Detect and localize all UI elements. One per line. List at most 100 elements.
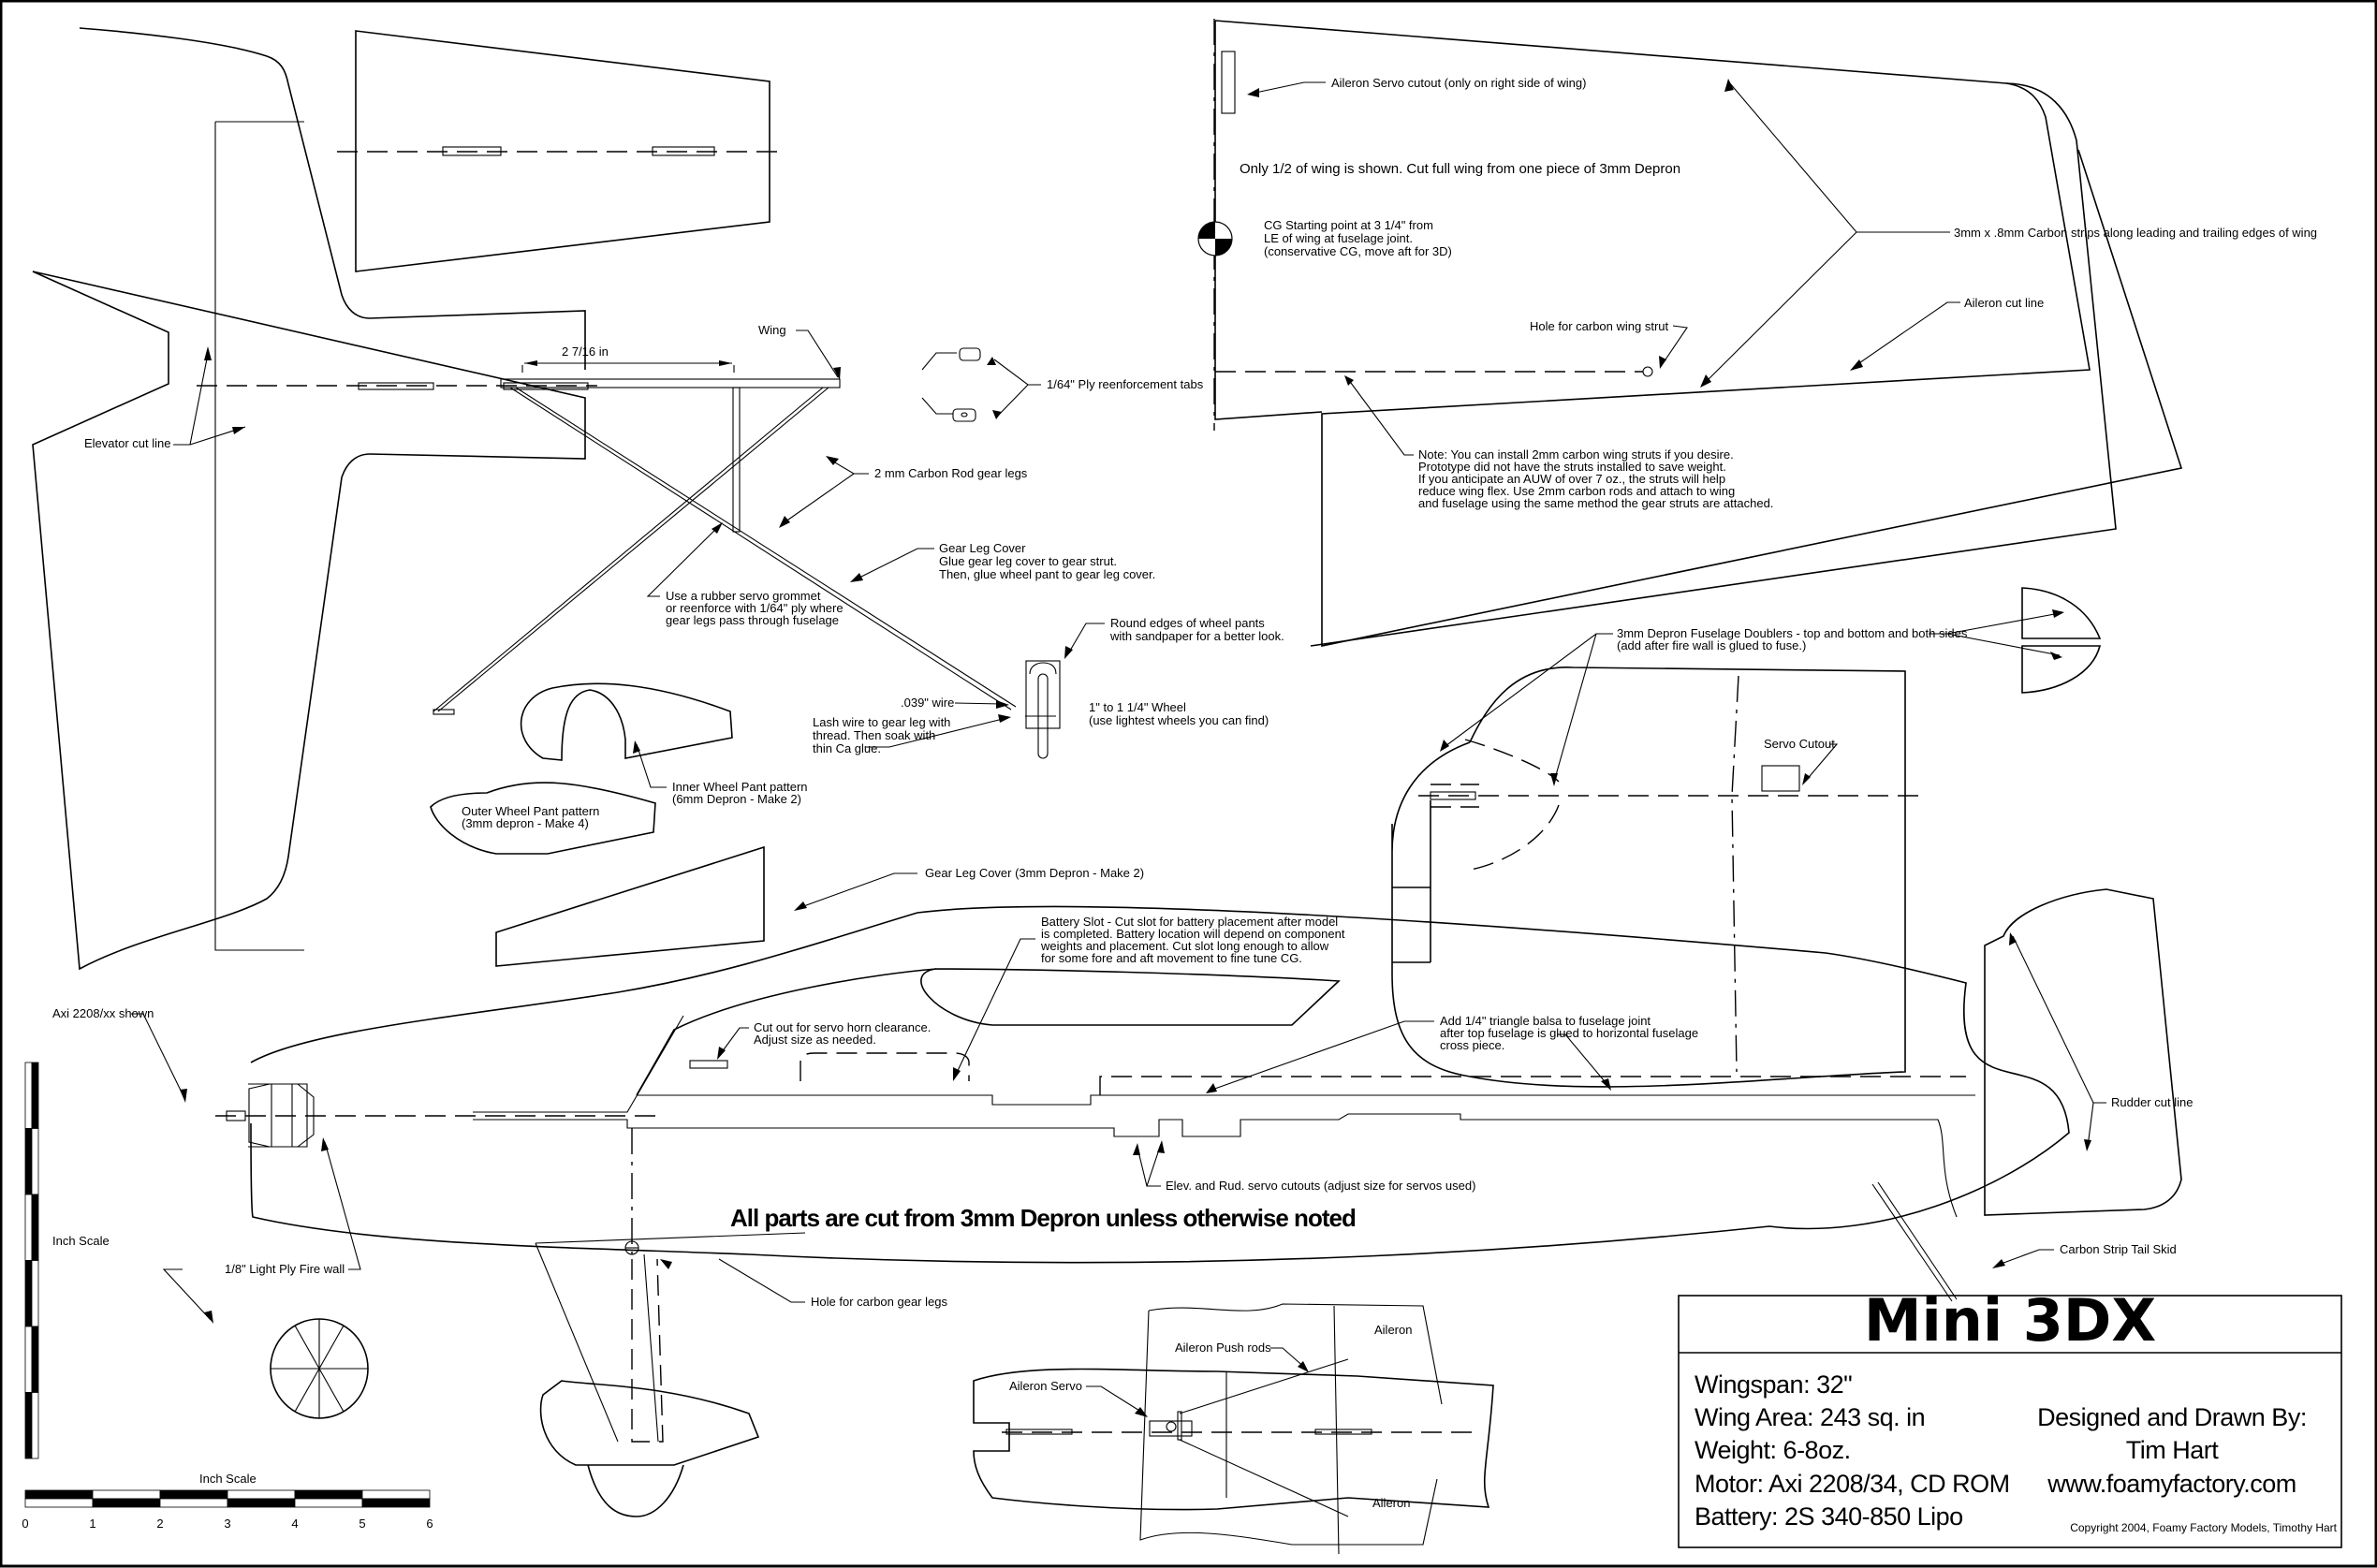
gear-leg-cover-line-3: Then, glue wheel pant to gear leg cover.: [939, 567, 1155, 581]
fuselage-top-view: Servo Cutout 3mm Depron Fuselage Doubler…: [1391, 587, 2102, 1088]
strut-note-line-4: reduce wing flex. Use 2mm carbon rods an…: [1418, 484, 1735, 498]
plan-title: Mini 3DX: [1864, 1286, 2156, 1355]
designer-name: Tim Hart: [2126, 1436, 2219, 1464]
wire-label: .039" wire: [901, 696, 954, 710]
triangle-balsa-line-2: after top fuselage is glued to horizonta…: [1440, 1026, 1698, 1040]
vertical-scale-cell: [31, 1128, 39, 1195]
servo-cutout-label: Aileron Servo cutout (only on right side…: [1331, 76, 1586, 90]
motor-shown-label: Axi 2208/xx shown: [52, 1006, 154, 1020]
spec-weight: Weight: 6-8oz.: [1695, 1436, 1851, 1464]
strut-hole-label: Hole for carbon wing strut: [1530, 319, 1669, 333]
gear-leg-cover-line-1: Gear Leg Cover: [939, 541, 1026, 555]
aileron-bottom-label: Aileron: [1372, 1496, 1410, 1510]
horizontal-scale-tick-label: 1: [89, 1517, 95, 1531]
servo-horn-line-2: Adjust size as needed.: [754, 1033, 876, 1047]
doublers-line-1: 3mm Depron Fuselage Doublers - top and b…: [1617, 626, 1968, 640]
gear-cover-part-label: Gear Leg Cover (3mm Depron - Make 2): [925, 866, 1144, 880]
doublers-line-2: (add after fire wall is glued to fuse.): [1617, 638, 1806, 652]
horizontal-stabilizer: Elevator cut line: [32, 27, 597, 971]
vertical-scale-cell: [31, 1194, 39, 1261]
landing-gear-view: 2 7/16 in Wing 1/64" Ply reenforcement t…: [433, 323, 1284, 759]
wheel-line-1: 1" to 1 1/4" Wheel: [1089, 700, 1186, 714]
horizontal-scale-cell: [92, 1489, 161, 1500]
strut-note-line-3: If you anticipate an AUW of over 7 oz., …: [1418, 472, 1725, 486]
vertical-scale-cell: [31, 1326, 39, 1393]
horizontal-scale-tick-label: 4: [291, 1517, 298, 1531]
general-note: All parts are cut from 3mm Depron unless…: [730, 1204, 1356, 1232]
tail-skid-label: Carbon Strip Tail Skid: [2060, 1242, 2177, 1256]
horizontal-scale-cell: [92, 1498, 161, 1508]
vertical-scale-label: Inch Scale: [52, 1234, 110, 1248]
gear-leg-side-view: Hole for carbon gear legs: [535, 1232, 947, 1517]
vertical-inch-scale: Inch Scale: [24, 1062, 110, 1459]
aileron-top-label: Aileron: [1374, 1323, 1412, 1337]
vertical-scale-cell: [31, 1392, 39, 1459]
strut-note-line-2: Prototype did not have the struts instal…: [1418, 460, 1726, 474]
grommet-note-line-3: gear legs pass through fuselage: [666, 613, 839, 627]
aileron-cut-line-label: Aileron cut line: [1964, 296, 2044, 310]
vertical-scale-cell: [31, 1260, 39, 1327]
round-edges-line-2: with sandpaper for a better look.: [1109, 629, 1284, 643]
horizontal-scale-cell: [24, 1498, 94, 1508]
gear-leg-hole-label: Hole for carbon gear legs: [811, 1295, 947, 1309]
outer-pant-line-1: Outer Wheel Pant pattern: [462, 804, 599, 818]
battery-slot-line-3: weights and placement. Cut slot long eno…: [1040, 939, 1329, 953]
firewall-label: 1/8" Light Ply Fire wall: [225, 1262, 345, 1276]
tail-piece-top: [337, 30, 777, 272]
horizontal-scale-cell: [159, 1489, 228, 1500]
website-link[interactable]: www.foamyfactory.com: [2047, 1470, 2296, 1498]
battery-slot-line-4: for some fore and aft movement to fine t…: [1041, 951, 1302, 965]
servo-cutouts-label: Elev. and Rud. servo cutouts (adjust siz…: [1166, 1179, 1475, 1193]
outer-pant-line-2: (3mm depron - Make 4): [462, 816, 589, 830]
triangle-balsa-line-1: Add 1/4" triangle balsa to fuselage join…: [1440, 1014, 1651, 1028]
gear-dimension-label: 2 7/16 in: [562, 344, 609, 359]
spec-battery: Battery: 2S 340-850 Lipo: [1695, 1502, 1963, 1531]
firewall-part: [270, 1318, 369, 1419]
servo-horn-line-1: Cut out for servo horn clearance.: [754, 1020, 931, 1034]
push-rods-label: Aileron Push rods: [1175, 1341, 1271, 1355]
strut-note-line-5: and fuselage using the same method the g…: [1418, 496, 1773, 510]
fuselage-side-view: Add 1/4" triangle balsa to fuselage join…: [52, 905, 2193, 1324]
round-edges-line-1: Round edges of wheel pants: [1110, 616, 1265, 630]
spec-wingspan: Wingspan: 32": [1695, 1370, 1852, 1399]
vertical-scale-cell: [24, 1326, 33, 1393]
horizontal-scale-cell: [361, 1498, 431, 1508]
horizontal-scale-tick-label: 2: [156, 1517, 163, 1531]
horizontal-scale-tick-label: 5: [359, 1517, 365, 1531]
cg-note-line-1: CG Starting point at 3 1/4" from: [1264, 218, 1433, 232]
battery-slot-line-1: Battery Slot - Cut slot for battery plac…: [1041, 915, 1338, 929]
spec-wing-area: Wing Area: 243 sq. in: [1695, 1403, 1925, 1431]
vertical-scale-cell: [24, 1194, 33, 1261]
fuse-servo-cutout-label: Servo Cutout: [1764, 737, 1835, 751]
aileron-servo-label: Aileron Servo: [1009, 1379, 1082, 1393]
horizontal-scale-cell: [159, 1498, 228, 1508]
horizontal-scale-cell: [294, 1489, 363, 1500]
vertical-scale-cell: [24, 1392, 33, 1459]
grommet-note-line-1: Use a rubber servo grommet: [666, 589, 821, 603]
vertical-scale-cell: [31, 1062, 39, 1129]
inner-pant-line-2: (6mm Depron - Make 2): [672, 792, 801, 806]
wheel-pant-patterns: Outer Wheel Pant pattern (3mm depron - M…: [430, 682, 1144, 967]
carbon-rod-label: 2 mm Carbon Rod gear legs: [874, 466, 1028, 480]
gear-wing-label: Wing: [758, 323, 786, 337]
carbon-strips-label: 3mm x .8mm Carbon strips along leading a…: [1954, 226, 2317, 240]
horizontal-scale-cell: [227, 1489, 296, 1500]
copyright-note: Copyright 2004, Foamy Factory Models, Ti…: [2070, 1521, 2337, 1534]
horizontal-scale-tick-label: 6: [426, 1517, 433, 1531]
elevator-cut-line-label: Elevator cut line: [84, 436, 171, 450]
inner-pant-line-1: Inner Wheel Pant pattern: [672, 780, 808, 794]
rudder: [1984, 888, 2182, 1216]
strut-note-line-1: Note: You can install 2mm carbon wing st…: [1418, 447, 1734, 462]
gear-leg-cover-line-2: Glue gear leg cover to gear strut.: [939, 554, 1117, 568]
horizontal-scale-cell: [361, 1489, 431, 1500]
horizontal-scale-cell: [294, 1498, 363, 1508]
horizontal-scale-cell: [24, 1489, 94, 1500]
battery-slot-line-2: is completed. Battery location will depe…: [1041, 927, 1345, 941]
vertical-scale-cell: [24, 1128, 33, 1195]
half-wing-note: Only 1/2 of wing is shown. Cut full wing…: [1240, 161, 1680, 177]
title-block: Mini 3DX Wingspan: 32" Wing Area: 243 sq…: [1678, 1286, 2342, 1548]
wing-half: Aileron Servo cutout (only on right side…: [1197, 19, 2317, 647]
